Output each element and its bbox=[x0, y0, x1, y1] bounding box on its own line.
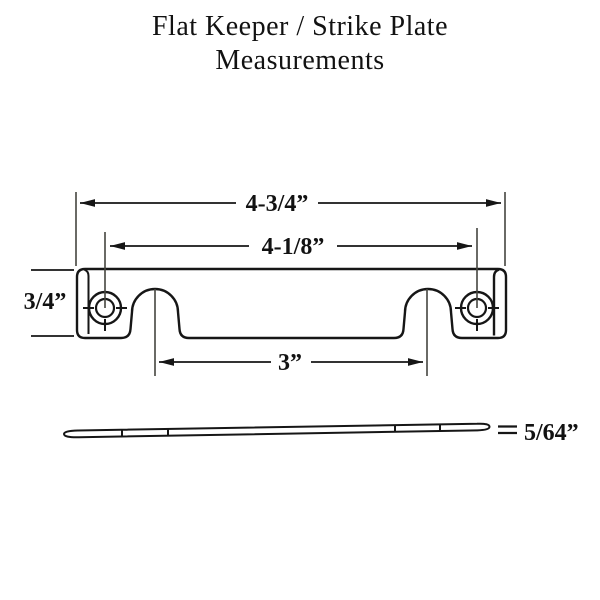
side-view-outline bbox=[63, 422, 491, 439]
dim-plate-height-label: 3/4” bbox=[24, 289, 67, 315]
dim-notch-spacing: 3” bbox=[154, 289, 428, 376]
plate-side-view bbox=[63, 422, 491, 439]
page-title: Flat Keeper / Strike Plate Measurements bbox=[0, 10, 600, 78]
plate-outline bbox=[75, 267, 508, 340]
plate-right-end-inner-line bbox=[492, 268, 500, 336]
dim-hole-spacing: 4-1/8” bbox=[104, 228, 478, 308]
plate-front-view bbox=[75, 267, 508, 340]
dim-notch-spacing-label: 3” bbox=[278, 350, 302, 376]
dim-plate-height: 3/4” bbox=[24, 269, 74, 337]
page-title-line2: Measurements bbox=[215, 45, 385, 76]
dim-overall-width-label: 4-3/4” bbox=[246, 191, 309, 217]
dim-overall-width: 4-3/4” bbox=[75, 191, 506, 266]
plate-left-end-inner-line bbox=[84, 268, 90, 334]
dim-thickness-label: 5/64” bbox=[524, 420, 579, 446]
dim-thickness: 5/64” bbox=[498, 420, 579, 446]
dim-hole-spacing-label: 4-1/8” bbox=[262, 234, 325, 260]
page-title-line1: Flat Keeper / Strike Plate bbox=[151, 11, 449, 42]
